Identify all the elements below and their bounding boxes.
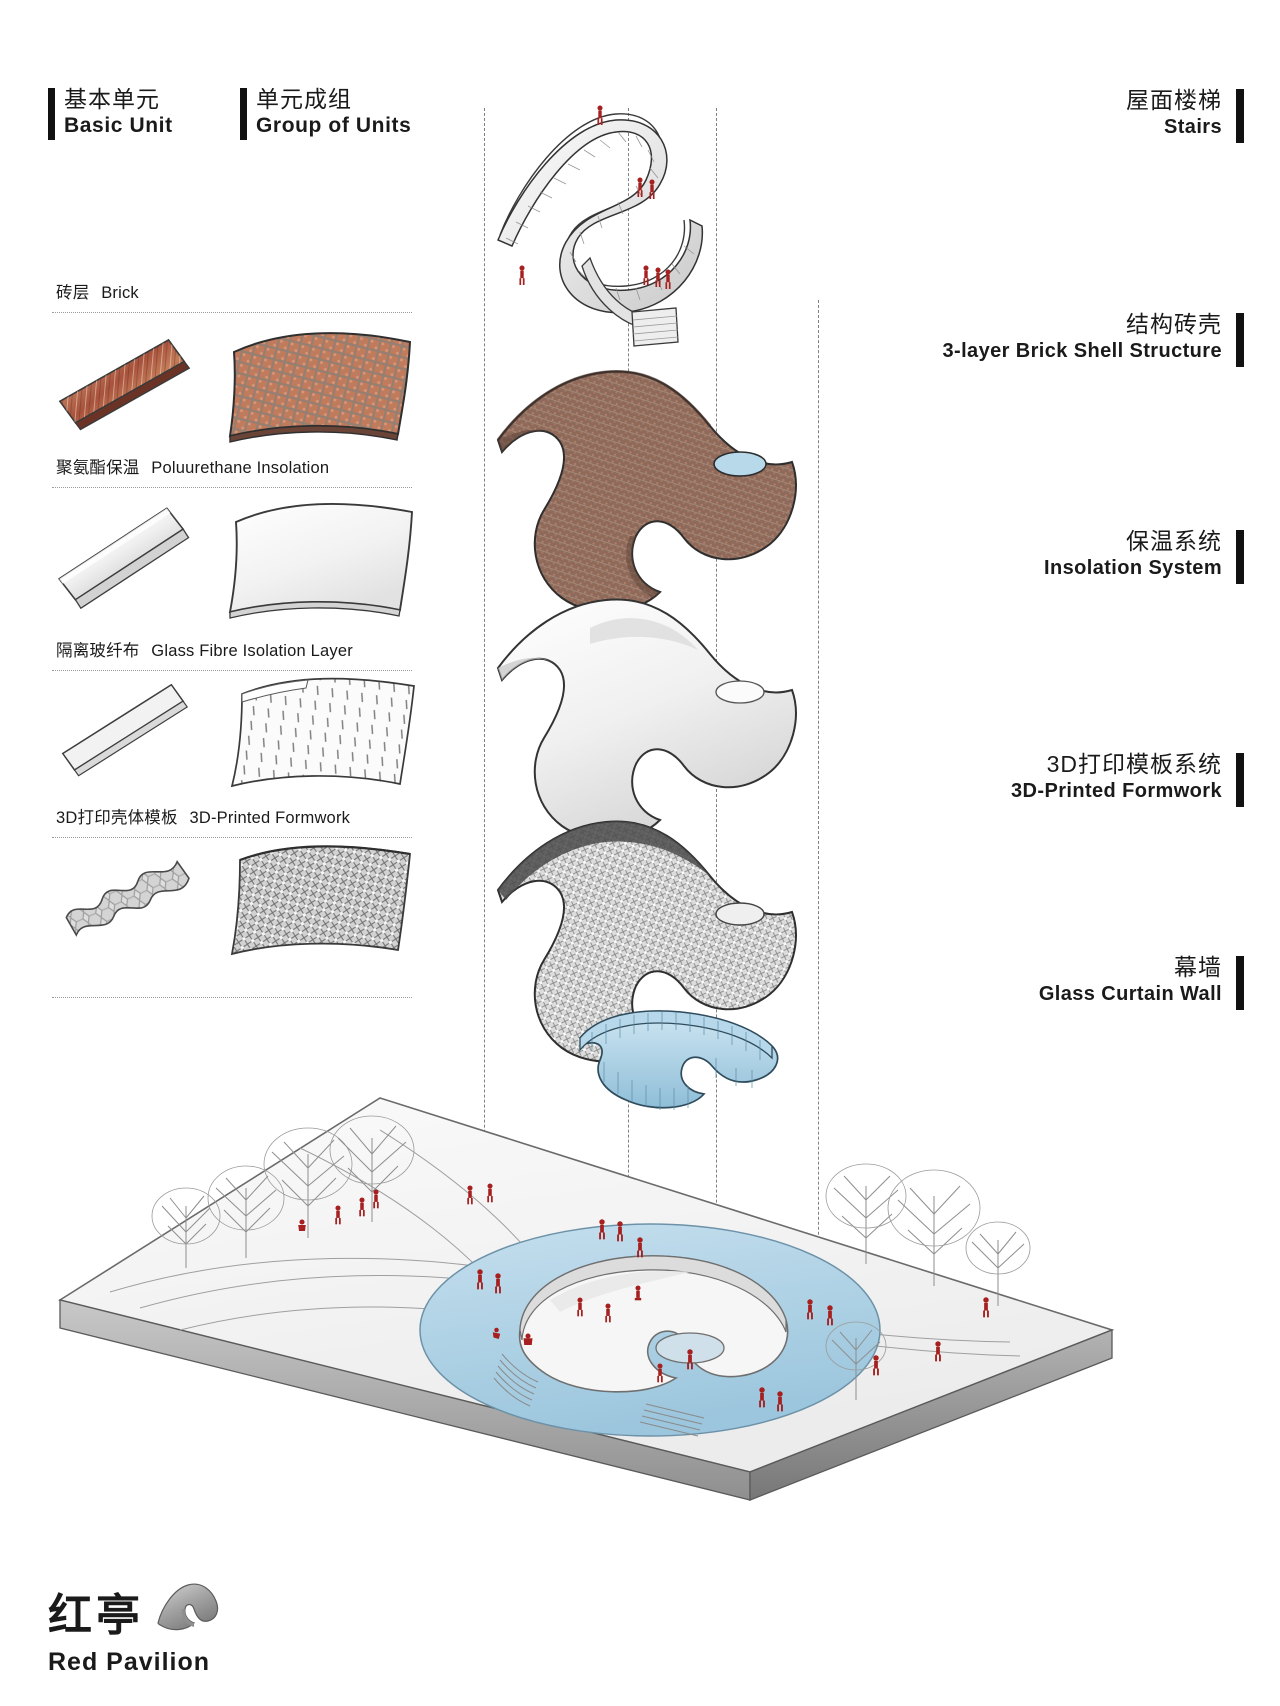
formwork-shell-model — [496, 820, 797, 1063]
material-label-brick-en: Brick — [101, 284, 139, 302]
legend-basic-unit-cn: 基本单元 — [64, 86, 160, 112]
stage-accent-bar — [1236, 956, 1244, 1010]
legend-basic-unit-en: Basic Unit — [64, 114, 173, 137]
insulation-shell-model — [496, 598, 797, 841]
insulation-unit-swatch — [52, 498, 202, 623]
material-label-glass-fibre-en: Glass Fibre Isolation Layer — [151, 642, 353, 660]
stage-curtain-wall-en: Glass Curtain Wall — [1038, 983, 1222, 1005]
stage-accent-bar — [1236, 313, 1244, 367]
logo-title-en: Red Pavilion — [48, 1648, 211, 1676]
material-label-formwork-en: 3D-Printed Formwork — [189, 809, 351, 827]
stage-label-stairs: 屋面楼梯 Stairs — [1126, 86, 1244, 143]
entry-steps — [639, 1403, 705, 1437]
stage-curtain-wall-cn: 幕墙 — [1174, 954, 1222, 980]
material-divider — [52, 670, 412, 671]
stage-brick-shell-cn: 结构砖壳 — [1126, 311, 1222, 337]
logo: 红亭 Red Pavilion — [48, 1575, 224, 1677]
stage-label-formwork: 3D打印模板系统 3D-Printed Formwork — [1011, 750, 1244, 807]
stage-brick-shell-en: 3-layer Brick Shell Structure — [942, 340, 1222, 362]
guide-line-left — [484, 108, 485, 1368]
trees — [151, 1115, 1031, 1400]
glass-curtain-wall-model — [578, 1010, 779, 1110]
human-figures — [519, 105, 671, 289]
legend-group-units-en: Group of Units — [256, 114, 412, 137]
legend-accent-bar — [240, 88, 247, 140]
stage-accent-bar — [1236, 89, 1244, 143]
stage-label-brick-shell: 结构砖壳 3-layer Brick Shell Structure — [942, 310, 1244, 367]
stage-label-curtain-wall: 幕墙 Glass Curtain Wall — [1038, 953, 1244, 1010]
brick-unit-swatch — [52, 328, 202, 448]
material-label-insulation-en: Poluurethane Insolation — [151, 459, 330, 477]
exploded-layer-stack — [496, 105, 797, 1063]
material-label-formwork: 3D打印壳体模板 3D-Printed Formwork — [56, 808, 350, 828]
legend-header-basic-unit: 基本单元 Basic Unit — [48, 86, 173, 140]
legend-header-group-of-units: 单元成组 Group of Units — [240, 86, 412, 140]
human-figures — [298, 1183, 989, 1412]
stage-insulation-en: Insolation System — [1044, 557, 1222, 579]
brick-group-swatch — [222, 318, 422, 448]
stage-insulation-cn: 保温系统 — [1126, 528, 1222, 554]
stage-accent-bar — [1236, 530, 1244, 584]
stage-stairs-en: Stairs — [1164, 116, 1222, 138]
stage-stairs-cn: 屋面楼梯 — [1126, 87, 1222, 113]
guide-line-far — [818, 300, 819, 1360]
glassfibre-unit-swatch — [52, 672, 202, 792]
material-label-insulation-cn: 聚氨酯保温 — [56, 459, 140, 477]
material-divider — [52, 312, 412, 313]
amphitheatre-steps — [493, 1353, 539, 1407]
stage-accent-bar — [1236, 753, 1244, 807]
brick-shell-model — [496, 369, 797, 613]
material-divider — [52, 487, 412, 488]
legend-group-units-cn: 单元成组 — [256, 86, 352, 112]
logo-title-cn: 红亭 — [48, 1590, 144, 1641]
legend-accent-bar — [48, 88, 55, 140]
site-plan-model — [57, 1097, 1115, 1501]
stage-formwork-en: 3D-Printed Formwork — [1011, 780, 1222, 802]
pavilion-footprint — [493, 1255, 789, 1437]
material-divider — [52, 837, 412, 838]
roof-stairs-model — [497, 105, 704, 347]
material-label-glass-fibre: 隔离玻纤布 Glass Fibre Isolation Layer — [56, 641, 353, 661]
material-label-insulation: 聚氨酯保温 Poluurethane Insolation — [56, 458, 329, 478]
formwork-group-swatch — [224, 838, 424, 968]
pavilion-shell-logo-icon — [157, 1583, 219, 1631]
material-label-glass-fibre-cn: 隔离玻纤布 — [56, 642, 140, 660]
material-label-brick: 砖层 Brick — [56, 283, 139, 303]
stage-label-insulation: 保温系统 Insolation System — [1044, 527, 1244, 584]
formwork-unit-swatch — [56, 838, 206, 968]
stage-formwork-cn: 3D打印模板系统 — [1046, 751, 1222, 777]
material-table-bottom-divider — [52, 997, 412, 998]
glassfibre-group-swatch — [224, 668, 424, 800]
material-label-brick-cn: 砖层 — [56, 284, 90, 302]
material-label-formwork-cn: 3D打印壳体模板 — [56, 809, 178, 827]
insulation-group-swatch — [222, 492, 422, 624]
